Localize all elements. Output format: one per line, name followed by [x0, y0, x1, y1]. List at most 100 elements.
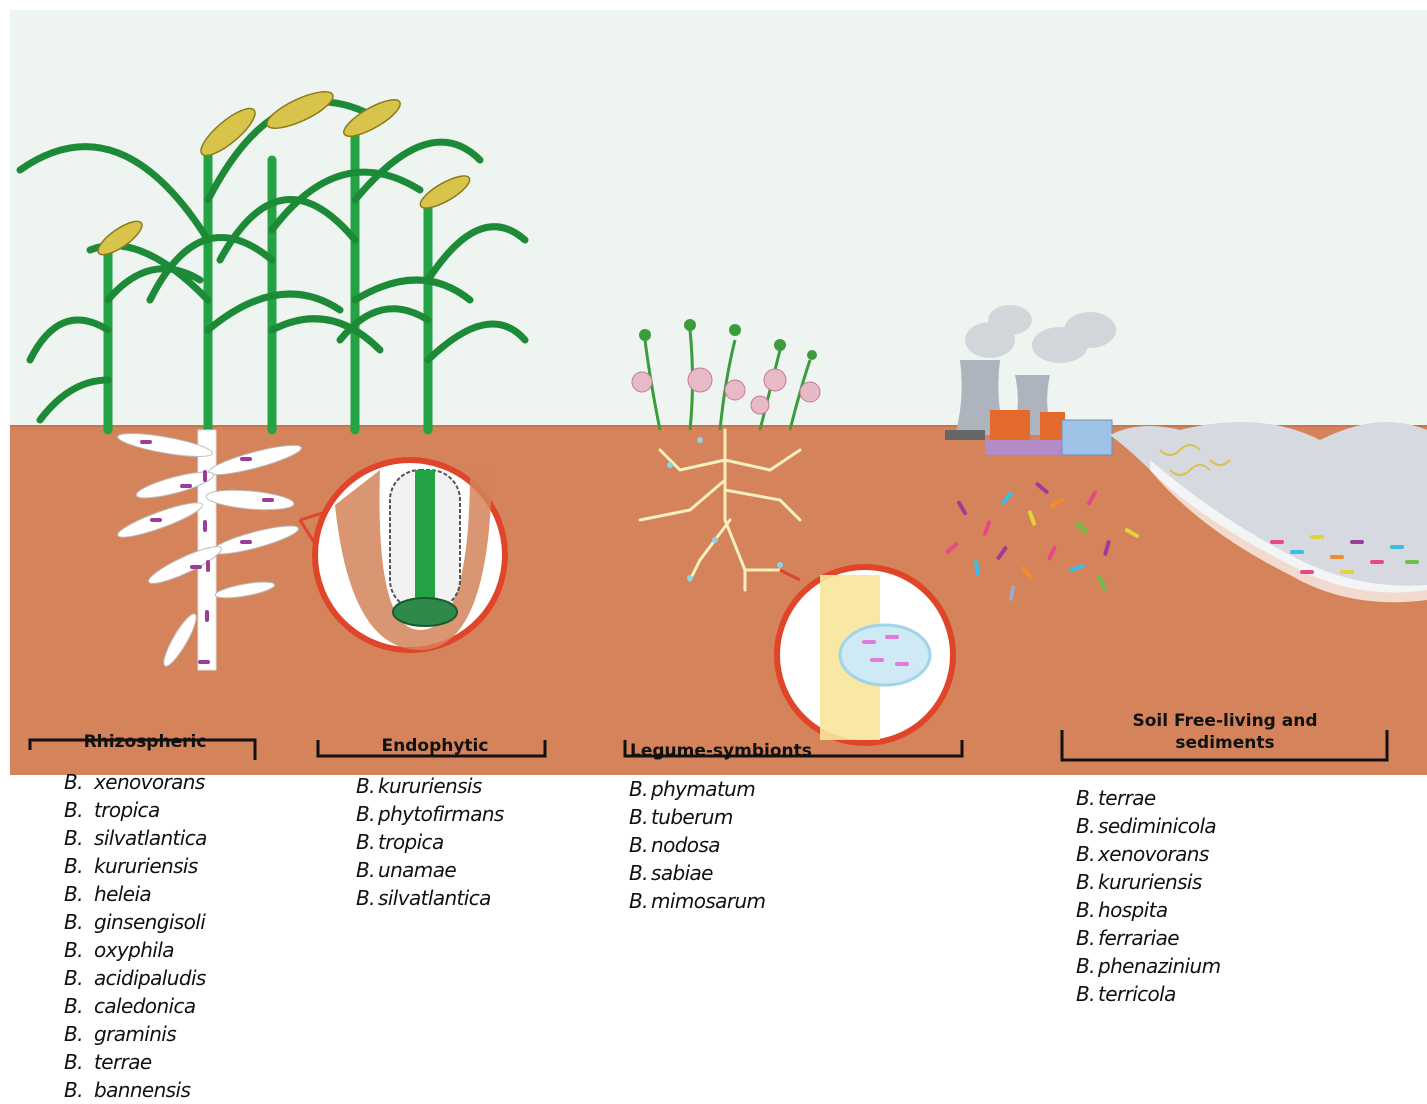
species-genus: B.: [1076, 980, 1098, 1008]
category-label-rhizospheric: Rhizospheric: [60, 731, 230, 753]
species-genus: B.: [356, 772, 378, 800]
species-genus: B.: [629, 859, 651, 887]
species-genus: B.: [64, 1076, 94, 1104]
species-name: sabiae: [651, 861, 713, 885]
species-genus: B.: [64, 992, 94, 1020]
species-name: heleia: [94, 882, 151, 906]
species-item: B.tuberum: [629, 803, 765, 831]
species-item: B.oxyphila: [64, 936, 207, 964]
species-genus: B.: [1076, 924, 1098, 952]
species-genus: B.: [1076, 784, 1098, 812]
species-genus: B.: [1076, 896, 1098, 924]
species-item: B.tropica: [64, 796, 207, 824]
species-name: silvatlantica: [94, 826, 207, 850]
species-name: tropica: [94, 798, 160, 822]
species-name: graminis: [94, 1022, 176, 1046]
species-item: B.xenovorans: [1076, 840, 1220, 868]
species-genus: B.: [1076, 868, 1098, 896]
species-name: ferrariae: [1098, 926, 1179, 950]
species-name: phymatum: [651, 777, 755, 801]
species-name: phenazinium: [1098, 954, 1220, 978]
species-genus: B.: [356, 800, 378, 828]
species-name: mimosarum: [651, 889, 765, 913]
species-name: oxyphila: [94, 938, 174, 962]
species-item: B.nodosa: [629, 831, 765, 859]
species-item: B.ferrariae: [1076, 924, 1220, 952]
species-genus: B.: [356, 884, 378, 912]
category-label-endophytic: Endophytic: [350, 735, 520, 757]
species-name: tuberum: [651, 805, 733, 829]
species-name: ginsengisoli: [94, 910, 205, 934]
species-item: B.phenazinium: [1076, 952, 1220, 980]
species-genus: B.: [356, 828, 378, 856]
species-item: B.sabiae: [629, 859, 765, 887]
species-name: silvatlantica: [378, 886, 491, 910]
species-item: B.caledonica: [64, 992, 207, 1020]
species-name: terrae: [1098, 786, 1156, 810]
species-item: B.terricola: [1076, 980, 1220, 1008]
species-name: terrae: [94, 1050, 152, 1074]
species-genus: B.: [64, 1020, 94, 1048]
species-genus: B.: [64, 852, 94, 880]
category-label-soil-free-living: Soil Free-living and sediments: [1110, 710, 1340, 754]
species-genus: B.: [64, 824, 94, 852]
species-name: phytofirmans: [378, 802, 504, 826]
species-genus: B.: [64, 796, 94, 824]
species-item: B.tropica: [356, 828, 504, 856]
species-item: B.silvatlantica: [64, 824, 207, 852]
species-item: B.hospita: [1076, 896, 1220, 924]
species-genus: B.: [629, 831, 651, 859]
species-item: B.mimosarum: [629, 887, 765, 915]
species-genus: B.: [64, 964, 94, 992]
species-item: B.ginsengisoli: [64, 908, 207, 936]
species-genus: B.: [1076, 952, 1098, 980]
species-name: nodosa: [651, 833, 720, 857]
nodule-zoom-inset: [777, 567, 953, 743]
species-genus: B.: [64, 908, 94, 936]
species-genus: B.: [64, 768, 94, 796]
species-item: B.terrae: [64, 1048, 207, 1076]
species-name: unamae: [378, 858, 456, 882]
species-item: B.heleia: [64, 880, 207, 908]
species-item: B.kururiensis: [356, 772, 504, 800]
species-item: B.graminis: [64, 1020, 207, 1048]
species-item: B.bannensis: [64, 1076, 207, 1104]
species-genus: B.: [1076, 840, 1098, 868]
species-name: kururiensis: [378, 774, 482, 798]
species-genus: B.: [356, 856, 378, 884]
species-name: tropica: [378, 830, 444, 854]
species-name: xenovorans: [94, 770, 205, 794]
species-item: B.phytofirmans: [356, 800, 504, 828]
species-item: B.xenovorans: [64, 768, 207, 796]
species-name: xenovorans: [1098, 842, 1209, 866]
species-item: B.silvatlantica: [356, 884, 504, 912]
species-name: hospita: [1098, 898, 1167, 922]
species-name: caledonica: [94, 994, 196, 1018]
species-name: terricola: [1098, 982, 1176, 1006]
species-name: bannensis: [94, 1078, 190, 1102]
species-genus: B.: [64, 1048, 94, 1076]
species-name: acidipaludis: [94, 966, 206, 990]
category-label-legume-symbionts: Legume-symbionts: [630, 740, 840, 762]
species-item: B.kururiensis: [1076, 868, 1220, 896]
species-item: B.phymatum: [629, 775, 765, 803]
species-item: B.kururiensis: [64, 852, 207, 880]
species-genus: B.: [64, 936, 94, 964]
species-item: B.sediminicola: [1076, 812, 1220, 840]
species-name: sediminicola: [1098, 814, 1216, 838]
species-genus: B.: [629, 803, 651, 831]
species-genus: B.: [629, 775, 651, 803]
species-name: kururiensis: [1098, 870, 1202, 894]
species-item: B.unamae: [356, 856, 504, 884]
species-item: B.terrae: [1076, 784, 1220, 812]
species-genus: B.: [1076, 812, 1098, 840]
species-name: kururiensis: [94, 854, 198, 878]
species-genus: B.: [629, 887, 651, 915]
species-item: B.acidipaludis: [64, 964, 207, 992]
sky-background: [10, 10, 1427, 430]
species-genus: B.: [64, 880, 94, 908]
